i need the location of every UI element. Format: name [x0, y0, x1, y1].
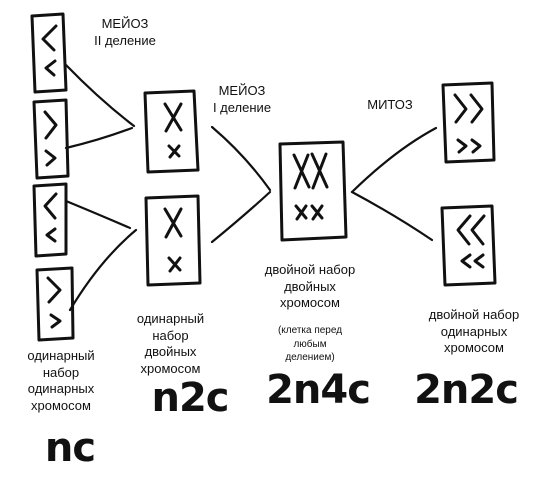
- chromosome-mark: [43, 192, 58, 220]
- stage-2n4c-note: (клетка перед любым делением): [277, 325, 343, 363]
- connector-line: [350, 190, 434, 242]
- cell-outline: [32, 182, 68, 258]
- cell-outline: [144, 194, 202, 287]
- chromosome-mark: [49, 313, 62, 329]
- connector-line: [64, 126, 134, 150]
- stage-n2c-label: одинарный набор двойных хромосом: [136, 311, 205, 376]
- connector-line: [64, 199, 132, 230]
- chromosome-mark: [294, 204, 308, 221]
- connector-lines: [64, 63, 438, 312]
- chromosome-mark: [310, 204, 324, 221]
- chromosome-mark: [167, 256, 182, 273]
- chromosome-mark: [41, 24, 58, 52]
- chromosome-mark: [44, 149, 57, 167]
- chromosome-mark: [456, 214, 472, 246]
- cell-2n2c-2: [440, 204, 497, 287]
- cell-nc-2: [32, 98, 70, 180]
- chromosome-mark: [292, 153, 311, 190]
- formula-2n2c: 2n2c: [414, 367, 519, 413]
- cell-nc-3: [32, 182, 68, 258]
- cell-outline: [32, 98, 70, 180]
- chromosome-mark: [45, 227, 57, 243]
- formula-n2c: n2c: [151, 375, 229, 421]
- chromosome-mark: [43, 110, 58, 140]
- meiosis-1-label: МЕЙОЗ I деление: [212, 83, 272, 115]
- chromosome-mark: [456, 138, 468, 154]
- cell-nc-4: [35, 266, 75, 342]
- chromosome-mark: [470, 138, 482, 154]
- cell-outline: [440, 204, 497, 287]
- chromosome-mark: [473, 253, 485, 269]
- stage-2n4c-label: двойной набор двойных хромосом: [264, 262, 356, 311]
- chromosome-mark: [46, 276, 62, 304]
- cell-2n2c-1: [441, 81, 496, 164]
- mitosis-label: МИТОЗ: [367, 97, 413, 112]
- connector-line: [350, 126, 438, 194]
- cell-2n4c: [278, 140, 348, 242]
- chromosome-mark: [163, 207, 183, 239]
- chromosome-mark: [460, 253, 472, 269]
- cell-nc-1: [30, 12, 68, 94]
- cell-n2c-1: [143, 89, 200, 174]
- stage-nc-label: одинарный набор одинарных хромосом: [27, 348, 95, 413]
- cell-outline: [143, 89, 200, 174]
- connector-line: [68, 228, 138, 312]
- connector-line: [210, 190, 272, 244]
- chromosome-mark: [163, 102, 183, 133]
- chromosome-mark: [167, 144, 181, 159]
- cell-n2c-2: [144, 194, 202, 287]
- meiosis-2-label: МЕЙОЗ II деление: [94, 16, 156, 48]
- chromosome-mark: [44, 59, 57, 77]
- chromosome-mark: [469, 93, 484, 124]
- connector-line: [210, 125, 272, 192]
- stage-2n2c-label: двойной набор одинарных хромосом: [428, 307, 520, 356]
- chromosome-mark: [470, 214, 486, 246]
- cell-outline: [30, 12, 68, 94]
- cell-outline: [441, 81, 496, 164]
- chromosome-mark: [453, 93, 468, 124]
- formula-2n4c: 2n4c: [266, 367, 371, 413]
- formula-nc: nc: [44, 425, 96, 471]
- chromosome-mark: [310, 152, 329, 190]
- connector-line: [64, 63, 136, 128]
- cell-outline: [35, 266, 75, 342]
- cell-outline: [278, 140, 348, 242]
